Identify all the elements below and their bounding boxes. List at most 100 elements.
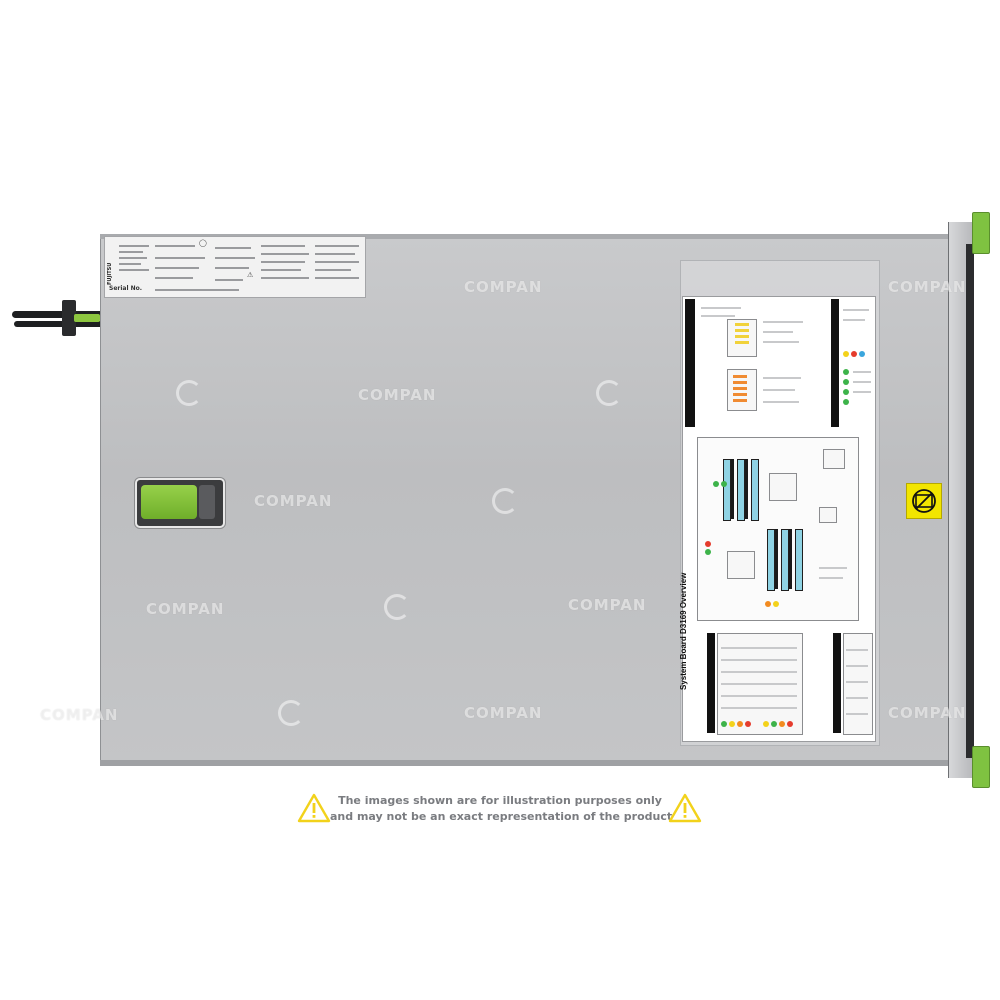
label-text-line — [155, 267, 199, 269]
cpu-socket — [769, 473, 797, 501]
label-text-line — [155, 277, 193, 279]
label-text-line — [215, 257, 255, 259]
memory-module — [735, 335, 749, 338]
board-text — [819, 567, 847, 569]
board-component — [819, 507, 837, 523]
panel-text — [763, 341, 799, 343]
dimm-slot — [781, 529, 789, 591]
status-led-icon — [721, 481, 727, 487]
status-led-icon — [773, 601, 779, 607]
status-led-icon — [779, 721, 785, 727]
rack-ear-top — [972, 212, 990, 254]
serial-barcode — [155, 289, 239, 291]
label-text-line — [119, 263, 141, 265]
panel-text — [763, 321, 803, 323]
status-led-icon — [771, 721, 777, 727]
label-text-line — [315, 261, 359, 263]
front-rail — [966, 244, 974, 758]
cover-release-latch — [141, 485, 197, 519]
certification-mark-icon: ◯ — [199, 239, 207, 247]
status-led-icon — [745, 721, 751, 727]
dimm-slot — [737, 459, 745, 521]
status-led-icon — [843, 399, 849, 405]
status-led-icon — [787, 721, 793, 727]
label-text-line — [155, 245, 195, 247]
memory-module — [733, 393, 747, 396]
status-led-icon — [843, 379, 849, 385]
label-text-line — [119, 257, 147, 259]
dimm-slot — [731, 459, 734, 519]
table-row — [846, 681, 868, 683]
status-led-icon — [859, 351, 865, 357]
watermark-logo — [596, 380, 622, 406]
memory-module — [735, 323, 749, 326]
panel-text — [853, 371, 871, 373]
label-text-line — [119, 245, 149, 247]
service-sheet-title: System Board D3169 Overview — [679, 572, 688, 690]
label-text-line — [119, 269, 149, 271]
panel-text — [763, 377, 801, 379]
watermark-text: COMPAN — [254, 492, 333, 510]
label-text-line — [261, 245, 305, 247]
status-led-icon — [843, 369, 849, 375]
label-text-line — [215, 279, 243, 281]
status-led-icon — [843, 389, 849, 395]
status-led-icon — [713, 481, 719, 487]
table-row — [846, 713, 868, 715]
no-hdd-sticker — [906, 483, 942, 519]
disclaimer-text: The images shown are for illustration pu… — [330, 793, 676, 825]
table-row — [721, 683, 797, 685]
watermark-text: COMPAN — [568, 596, 647, 614]
table-row — [721, 695, 797, 697]
watermark-text: COMPAN — [464, 704, 543, 722]
panel-header-bar — [707, 633, 715, 733]
watermark-logo — [68, 488, 94, 514]
watermark-text: COMPAN — [888, 278, 967, 296]
panel-text — [701, 307, 741, 309]
dimm-slot — [745, 459, 748, 519]
status-led-icon — [737, 721, 743, 727]
panel-text — [763, 401, 799, 403]
panel-text — [763, 331, 793, 333]
table-row — [846, 697, 868, 699]
cover-latch-grip — [199, 485, 215, 519]
status-led-icon — [721, 721, 727, 727]
table-row — [721, 707, 797, 709]
label-text-line — [261, 261, 305, 263]
label-text-line — [119, 251, 143, 253]
panel-text — [701, 315, 735, 317]
memory-module — [733, 387, 747, 390]
label-text-line — [215, 247, 251, 249]
cpu-socket — [727, 551, 755, 579]
ce-mark-icon: ⚠ — [247, 271, 254, 279]
dimm-slot — [723, 459, 731, 521]
status-led-icon — [851, 351, 857, 357]
watermark-logo — [176, 380, 202, 406]
status-led-icon — [729, 721, 735, 727]
watermark-logo — [384, 594, 410, 620]
status-led-icon — [763, 721, 769, 727]
memory-module — [733, 381, 747, 384]
label-brand: FUJITSU — [107, 262, 113, 285]
status-led-icon — [843, 351, 849, 357]
power-cable — [12, 311, 104, 318]
watermark-text: COMPAN — [146, 600, 225, 618]
dimm-slot — [751, 459, 759, 521]
warning-triangle-icon — [668, 793, 702, 823]
label-text-line — [155, 257, 205, 259]
chassis-edge-top — [100, 234, 968, 239]
label-text-line — [315, 277, 359, 279]
table-row — [846, 649, 868, 651]
dimm-slot — [795, 529, 803, 591]
watermark-text: COMPAN — [358, 386, 437, 404]
watermark-logo — [278, 700, 304, 726]
watermark-text: COMPAN — [464, 278, 543, 296]
disclaimer-line-1: The images shown are for illustration pu… — [338, 794, 662, 807]
table-row — [721, 647, 797, 649]
table-row — [721, 659, 797, 661]
warning-triangle-icon — [297, 793, 331, 823]
cable-green-tab — [74, 314, 100, 322]
service-label-sheet — [682, 296, 876, 742]
dimm-slot — [789, 529, 792, 589]
watermark-logo — [492, 488, 518, 514]
